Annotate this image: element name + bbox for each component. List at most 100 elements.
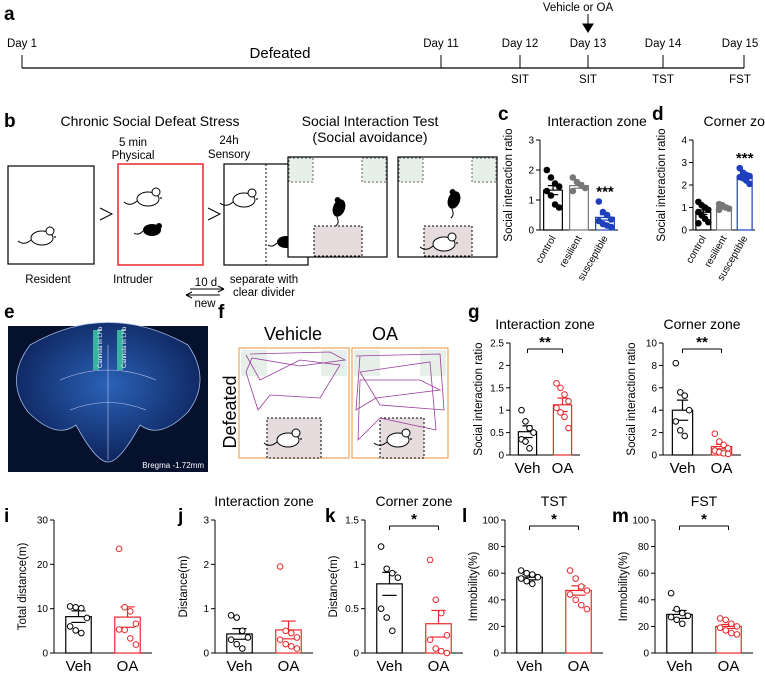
- data-point: [443, 631, 451, 639]
- data-point: [78, 604, 85, 612]
- y-axis-label: Social interaction ratio: [473, 342, 485, 455]
- panel-label: i: [4, 506, 9, 527]
- panel-label: g: [468, 302, 480, 323]
- panel-label-e: e: [4, 302, 15, 323]
- data-point: [127, 608, 134, 615]
- data-point: [724, 450, 732, 458]
- data-point: [566, 591, 574, 598]
- test-label: TST: [652, 74, 674, 86]
- data-point: [733, 623, 741, 630]
- data-point: [239, 627, 246, 635]
- track-plot-oa: [351, 347, 449, 459]
- y-tick-label: 1: [528, 196, 534, 207]
- data-point: [557, 409, 564, 416]
- y-tick-label: 0.5: [345, 604, 359, 615]
- y-tick-label: 0: [681, 226, 687, 237]
- data-point: [676, 427, 684, 434]
- y-axis-label: Social interaction ratio: [656, 128, 668, 241]
- data-point: [518, 406, 525, 414]
- arrow-icon: [207, 207, 222, 221]
- significance-marker: **: [696, 334, 708, 351]
- intruder-label: Intruder: [113, 274, 153, 286]
- data-point: [523, 569, 530, 577]
- x-tick-label: Veh: [515, 460, 541, 477]
- data-point: [583, 605, 591, 613]
- data-point: [667, 589, 675, 597]
- sensory-label: Sensory: [208, 149, 250, 161]
- x-tick-label: OA: [278, 658, 300, 675]
- data-point: [607, 216, 615, 223]
- data-point: [722, 627, 729, 634]
- corner-zone: [398, 157, 424, 183]
- data-point: [522, 438, 529, 445]
- panel-label: d: [652, 104, 664, 125]
- data-point: [517, 575, 525, 582]
- data-point: [572, 596, 579, 604]
- panel-label: c: [498, 104, 509, 125]
- data-point: [684, 612, 692, 620]
- data-point: [672, 418, 680, 425]
- significance-marker: *: [411, 511, 417, 528]
- track-row-label: Defeated: [220, 375, 240, 448]
- data-point: [276, 636, 284, 644]
- data-point: [115, 626, 123, 633]
- y-tick-label: 1.5: [490, 383, 504, 394]
- data-point: [676, 388, 684, 396]
- data-point: [282, 640, 289, 648]
- bregma-label: Bregma -1.72mm: [142, 461, 204, 470]
- data-point: [681, 392, 689, 399]
- y-tick-label: 0: [498, 451, 504, 462]
- y-tick-label: 1: [353, 560, 359, 571]
- cycle-arrow: [185, 291, 193, 299]
- data-point: [679, 609, 686, 617]
- data-point: [561, 413, 568, 421]
- chart-title: Interaction zone: [495, 316, 595, 332]
- significance-marker: ***: [736, 150, 754, 167]
- sensory-duration: 24h: [219, 135, 238, 147]
- x-tick-label: Veh: [667, 658, 693, 675]
- data-point: [728, 629, 735, 637]
- data-point: [526, 424, 533, 432]
- panel-label: j: [177, 506, 183, 527]
- data-point: [293, 645, 301, 652]
- bar: [65, 616, 92, 654]
- data-point: [377, 543, 385, 550]
- y-tick-label: 2: [528, 166, 534, 177]
- y-tick-label: 60: [488, 569, 500, 580]
- data-point: [565, 397, 572, 405]
- panel-label-b: b: [4, 111, 16, 132]
- data-point: [566, 567, 574, 574]
- data-point: [543, 166, 551, 174]
- data-point: [443, 649, 451, 657]
- x-tick-label: OA: [117, 658, 139, 675]
- panel-label: m: [612, 506, 629, 527]
- data-point: [715, 438, 723, 445]
- data-point: [583, 587, 591, 594]
- y-tick-label: 3: [681, 158, 687, 169]
- data-point: [543, 187, 551, 195]
- y-tick-label: 4: [651, 406, 657, 417]
- cycle-new: new: [194, 298, 216, 310]
- day-label: Day 13: [570, 38, 606, 50]
- data-point: [526, 444, 533, 452]
- data-point: [276, 563, 284, 570]
- sit-subtitle: (Social avoidance): [312, 129, 427, 145]
- y-tick-label: 80: [638, 542, 650, 553]
- data-point: [578, 583, 585, 590]
- y-tick-label: 3: [203, 516, 209, 527]
- data-point: [530, 429, 537, 436]
- data-point: [227, 612, 235, 619]
- data-point: [728, 620, 735, 628]
- chart-title: TST: [541, 493, 568, 509]
- y-tick-label: 0.5: [490, 428, 504, 439]
- data-point: [426, 636, 434, 644]
- data-point: [746, 172, 753, 180]
- x-tick-label: Veh: [227, 658, 253, 675]
- data-point: [244, 634, 252, 641]
- x-tick-label: Veh: [670, 460, 696, 477]
- data-point: [603, 211, 611, 219]
- data-point: [561, 391, 568, 398]
